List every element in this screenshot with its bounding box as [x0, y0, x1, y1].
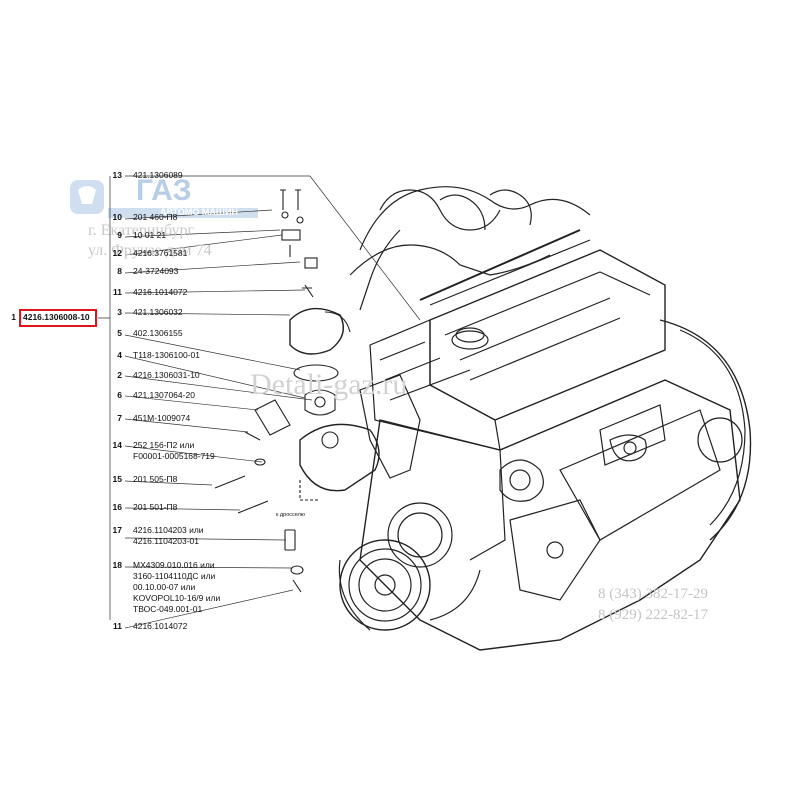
part-num: 2	[117, 370, 122, 380]
part-code[interactable]: 252 156-П2 или	[133, 440, 195, 450]
highlight-part[interactable]: 4216.1306008-10	[23, 312, 90, 322]
highlight-num: 1	[11, 312, 16, 322]
leader-lines	[98, 175, 421, 629]
part-num: 18	[112, 560, 122, 570]
part-num: 12	[112, 248, 122, 258]
part-num: 17	[112, 525, 122, 535]
part-num: 11	[113, 621, 122, 631]
part-num: 13	[112, 170, 122, 180]
watermark-street: ул. Фрунзе дом 74	[88, 242, 212, 259]
part-num: 8	[117, 266, 122, 276]
part-code[interactable]: 4216.1014072	[133, 287, 188, 297]
part-code[interactable]: 4216.3761581	[133, 248, 188, 258]
engine-block	[338, 186, 752, 651]
part-num: 4	[117, 350, 122, 360]
watermark-site: Detali-gaz.ru	[250, 368, 408, 401]
part-code[interactable]: Т118-1306100-01	[133, 350, 200, 360]
part-code[interactable]: 201 505-П8	[133, 474, 178, 484]
part-num: 5	[117, 328, 122, 338]
part-num: 7	[117, 413, 122, 423]
part-num: 14	[112, 440, 122, 450]
watermark-city: г. Екатеринбург	[88, 222, 195, 239]
part-code[interactable]: МХ4309.010.016 или	[133, 560, 215, 570]
part-code-alt[interactable]: 4216.1104203-01	[133, 536, 200, 546]
part-code-alt[interactable]: ТВОС-049.001-01	[133, 604, 203, 614]
part-code-alt[interactable]: F00001-0005168-719	[133, 451, 215, 461]
highlight-box	[19, 309, 97, 327]
part-code[interactable]: 421.1306089	[133, 170, 183, 180]
part-num: 10	[112, 212, 122, 222]
exploded-parts	[214, 189, 380, 593]
gaz-logo	[70, 180, 258, 218]
part-code[interactable]: 201 501-П8	[133, 502, 178, 512]
part-num: 9	[117, 230, 122, 240]
part-code[interactable]: 24-3724093	[133, 266, 179, 276]
watermark-brand-sub: АВТОМО МАШИН	[160, 207, 238, 217]
phone-2: 8 (929) 222-82-17	[598, 607, 708, 623]
part-code-alt[interactable]: 3160-1104110ДС или	[133, 571, 216, 581]
phone-1: 8 (343) 382-17-29	[598, 586, 708, 602]
part-num: 11	[113, 287, 122, 297]
part-code[interactable]: 421.1306032	[133, 307, 183, 317]
throttle-annotation: к дросселю	[276, 512, 305, 518]
watermark-brand: ГАЗ	[136, 174, 192, 207]
part-num: 6	[117, 390, 122, 400]
part-num: 16	[112, 502, 122, 512]
part-code[interactable]: 4216.1306031-10	[133, 370, 200, 380]
part-code[interactable]: 10 01 21	[133, 230, 167, 240]
part-code[interactable]: 421.1307064-20	[133, 390, 195, 400]
part-code[interactable]: 451М-1009074	[133, 413, 191, 423]
part-code[interactable]: 201 460-П8	[133, 212, 178, 222]
part-code[interactable]: 4216.1014072	[133, 621, 188, 631]
part-code-alt[interactable]: KOVOPOL10-16/9 или	[133, 593, 221, 603]
part-code[interactable]: 402.1306155	[133, 328, 183, 338]
part-num: 3	[117, 307, 122, 317]
part-code-alt[interactable]: 00.10.00-07 или	[133, 582, 196, 592]
part-code[interactable]: 4216.1104203 или	[133, 525, 204, 535]
part-num: 15	[112, 474, 122, 484]
